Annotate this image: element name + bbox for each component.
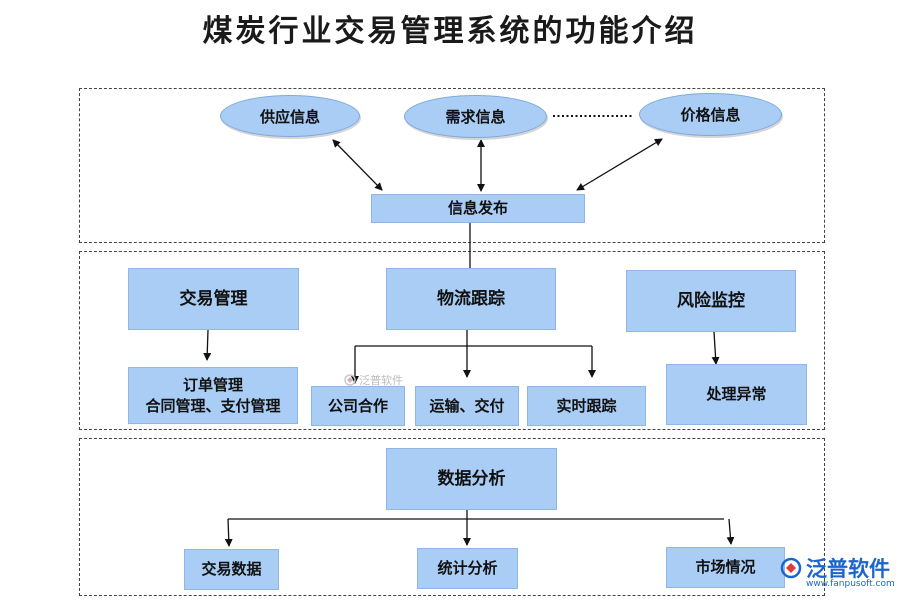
brand-url: www.fanpusoft.com <box>806 579 895 589</box>
transport-delivery-node: 运输、交付 <box>415 386 519 426</box>
handle-exception-node: 处理异常 <box>666 364 807 425</box>
brand-logo-icon <box>780 557 802 579</box>
order-management-line2: 合同管理、支付管理 <box>145 396 281 415</box>
company-cooperation-node: 公司合作 <box>311 386 405 426</box>
brand-logo: 泛普软件 <box>780 553 890 583</box>
realtime-tracking-node: 实时跟踪 <box>527 386 646 426</box>
arrow-supply-publish <box>332 139 383 191</box>
watermark-logo-icon <box>344 374 356 386</box>
order-management-line1: 订单管理 <box>182 376 243 395</box>
arrow-risk-exception <box>711 331 720 365</box>
arrow-analysis-tradedata <box>224 518 233 547</box>
risk-monitoring-node: 风险监控 <box>626 270 796 332</box>
trade-management-node: 交易管理 <box>128 268 299 330</box>
demand-info-node: 需求信息 <box>404 95 547 138</box>
arrow-price-publish <box>576 138 663 191</box>
arrow-trade-order <box>203 329 212 361</box>
info-section <box>79 88 825 243</box>
statistical-analysis-node: 统计分析 <box>417 548 518 589</box>
analysis-section <box>79 438 825 596</box>
market-situation-node: 市场情况 <box>666 547 785 588</box>
logistics-tracking-node: 物流跟踪 <box>386 268 556 330</box>
brand-name: 泛普软件 <box>806 557 890 581</box>
supply-info-node: 供应信息 <box>220 95 360 137</box>
page-title: 煤炭行业交易管理系统的功能介绍 <box>202 14 698 49</box>
watermark-text: 泛普软件 <box>359 374 403 387</box>
order-management-node: 订单管理 合同管理、支付管理 <box>128 367 298 424</box>
trade-data-node: 交易数据 <box>184 549 279 590</box>
watermark: 泛普软件 <box>344 372 403 388</box>
operations-section <box>79 251 825 430</box>
data-analysis-node: 数据分析 <box>386 448 557 510</box>
info-publish-node: 信息发布 <box>371 194 585 223</box>
price-info-node: 价格信息 <box>639 93 782 136</box>
arrow-analysis-market <box>726 518 735 545</box>
